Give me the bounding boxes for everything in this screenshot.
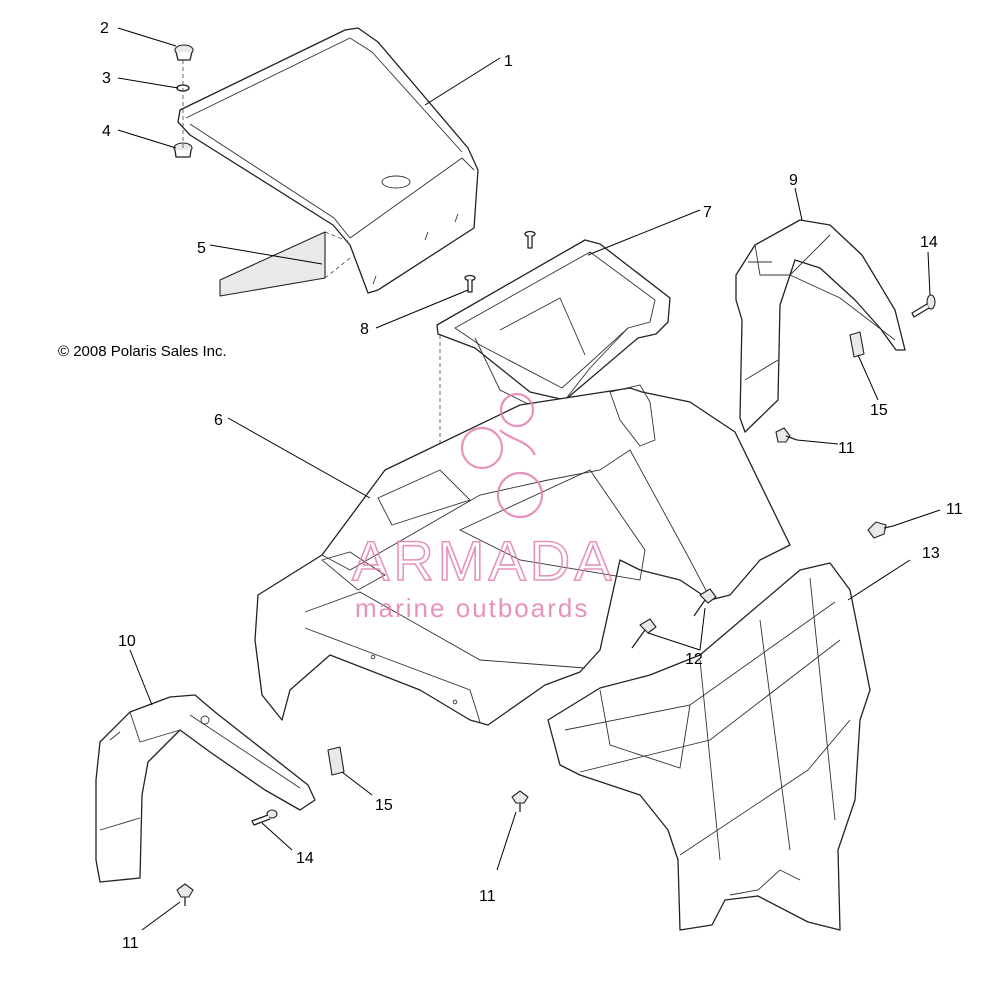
callout-4: 4 xyxy=(102,123,111,140)
callout-8: 8 xyxy=(360,321,369,338)
part-grommet-4 xyxy=(173,142,193,158)
callout-labels: 1 2 3 4 5 6 7 8 9 10 11 11 11 11 11 12 1… xyxy=(100,20,963,952)
callout-11-right-side: 11 xyxy=(946,501,963,518)
part-screw-8 xyxy=(464,230,536,293)
callout-12: 12 xyxy=(685,651,703,668)
callout-5: 5 xyxy=(197,240,206,257)
callout-15-right: 15 xyxy=(870,402,888,419)
callout-11-right-fender: 11 xyxy=(838,440,855,457)
callout-7: 7 xyxy=(703,204,712,221)
part-storage-lid xyxy=(177,27,479,294)
watermark-tagline: marine outboards xyxy=(355,593,589,623)
callout-2: 2 xyxy=(100,20,109,37)
callout-11-left: 11 xyxy=(122,935,139,952)
part-knob-2 xyxy=(174,44,194,61)
part-left-fender xyxy=(95,694,316,883)
callout-13: 13 xyxy=(922,545,940,562)
part-decal xyxy=(219,231,351,297)
leader-lines xyxy=(117,27,941,931)
watermark-logo-icon xyxy=(460,392,544,519)
part-right-fender xyxy=(735,219,906,433)
callout-14-right: 14 xyxy=(920,234,938,251)
watermark: ARMADA marine outboards xyxy=(351,392,616,623)
part-front-cab xyxy=(254,384,791,726)
callout-10: 10 xyxy=(118,633,136,650)
watermark-brand: ARMADA xyxy=(352,529,616,592)
part-bolt-14 xyxy=(251,294,936,826)
callout-11-center: 11 xyxy=(479,888,496,905)
callout-6: 6 xyxy=(214,412,223,429)
part-front-bumper xyxy=(547,562,871,931)
part-clip-15 xyxy=(327,331,865,776)
part-screw-12 xyxy=(631,588,717,649)
callout-15-left: 15 xyxy=(375,797,393,814)
copyright-notice: © 2008 Polaris Sales Inc. xyxy=(58,343,227,360)
callout-1: 1 xyxy=(504,53,513,70)
callout-9: 9 xyxy=(789,172,798,189)
callout-3: 3 xyxy=(102,70,111,87)
part-rivet-11 xyxy=(176,427,894,906)
callout-14-left: 14 xyxy=(296,850,314,867)
